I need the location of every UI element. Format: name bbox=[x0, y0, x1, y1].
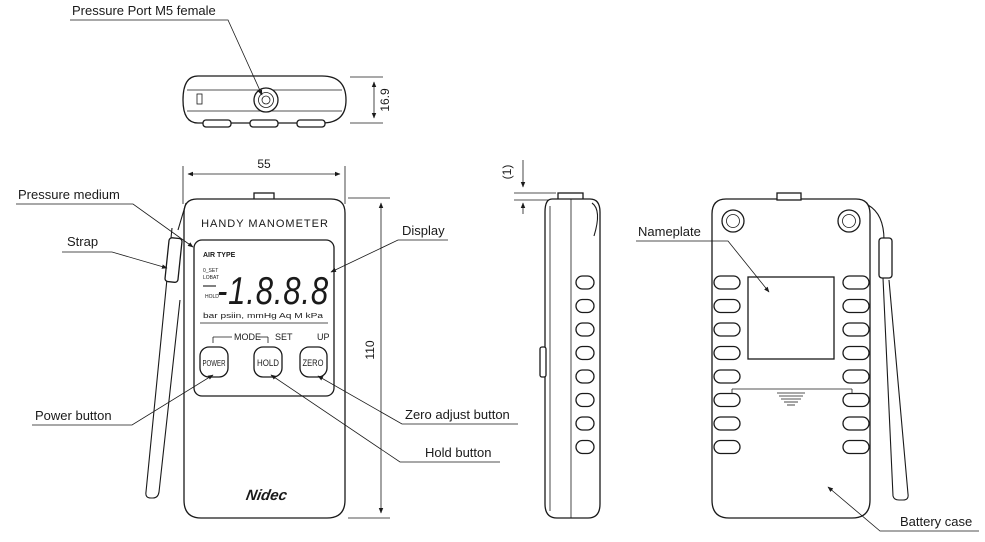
rubber-bump bbox=[713, 298, 741, 314]
display-panel: AIR TYPE 0_SET LOBAT HOLD -1.8.8.8 bar p… bbox=[193, 239, 335, 397]
power-button[interactable]: POWER bbox=[199, 346, 229, 378]
callout-pressure-port: Pressure Port M5 female bbox=[70, 3, 263, 96]
indicator-hold: HOLD bbox=[205, 294, 219, 300]
rubber-bump bbox=[575, 345, 595, 361]
front-view: 55 110 HANDY MANOMETER AIR TYPE 0_SET LO… bbox=[145, 157, 390, 519]
callout-zero-adjust-text: Zero adjust button bbox=[405, 407, 510, 422]
callout-nameplate-text: Nameplate bbox=[638, 224, 701, 239]
callout-pressure-medium: Pressure medium bbox=[16, 187, 194, 248]
callout-battery-case-text: Battery case bbox=[900, 514, 972, 529]
device-title: HANDY MANOMETER bbox=[201, 218, 329, 230]
set-label: SET bbox=[275, 332, 293, 342]
screw-top-right bbox=[837, 209, 861, 233]
dim-height: 110 bbox=[363, 340, 377, 359]
callout-hold-button: Hold button bbox=[270, 374, 500, 463]
rubber-bump bbox=[575, 439, 595, 455]
top-view: 16.9 bbox=[182, 75, 392, 128]
rubber-bump bbox=[575, 369, 595, 384]
up-label: UP bbox=[317, 332, 330, 342]
back-view bbox=[711, 192, 909, 519]
callout-pressure-medium-text: Pressure medium bbox=[18, 187, 120, 202]
mode-label: MODE bbox=[234, 332, 261, 342]
power-button-label: POWER bbox=[203, 359, 226, 368]
callout-strap: Strap bbox=[62, 234, 168, 269]
zero-button[interactable]: ZERO bbox=[299, 346, 328, 378]
rubber-bump bbox=[713, 439, 741, 455]
hold-button[interactable]: HOLD bbox=[253, 346, 283, 378]
rubber-bump bbox=[575, 298, 595, 314]
units-row: bar psiin, mmHg Aq M kPa bbox=[203, 313, 323, 320]
rubber-bump bbox=[575, 416, 595, 431]
zero-button-label: ZERO bbox=[303, 358, 324, 368]
strap-back bbox=[867, 204, 909, 501]
callout-nameplate: Nameplate bbox=[636, 224, 770, 293]
callout-pressure-port-text: Pressure Port M5 female bbox=[72, 3, 216, 18]
rubber-bump bbox=[842, 416, 870, 431]
dim-port-offset: (1) bbox=[500, 165, 514, 180]
rubber-bump bbox=[713, 416, 741, 431]
callout-power-button: Power button bbox=[32, 374, 214, 426]
hold-button-label: HOLD bbox=[257, 358, 279, 368]
side-rubber-bumps bbox=[575, 275, 595, 455]
callout-hold-button-text: Hold button bbox=[425, 445, 492, 460]
rubber-bump bbox=[713, 322, 741, 337]
rubber-bump bbox=[713, 392, 741, 408]
rubber-bump bbox=[575, 322, 595, 337]
rubber-bump bbox=[842, 275, 870, 290]
seven-segment-digits: -1.8.8.8 bbox=[217, 270, 329, 313]
rubber-bump bbox=[842, 322, 870, 337]
back-rubber-bumps bbox=[713, 275, 870, 455]
rubber-bump bbox=[575, 392, 595, 408]
rubber-bump bbox=[842, 345, 870, 361]
callout-display-text: Display bbox=[402, 223, 445, 238]
indicator-lobat: LOBAT bbox=[203, 275, 219, 281]
side-view: (1) bbox=[500, 160, 601, 519]
rubber-bump bbox=[713, 345, 741, 361]
screw-top-left bbox=[721, 209, 745, 233]
rubber-bump bbox=[842, 439, 870, 455]
rubber-bump bbox=[713, 369, 741, 384]
rubber-bump bbox=[842, 298, 870, 314]
rubber-bump bbox=[575, 275, 595, 290]
callout-power-button-text: Power button bbox=[35, 408, 112, 423]
pressure-port-circle bbox=[253, 87, 279, 113]
battery-latch bbox=[777, 392, 805, 406]
rubber-bump bbox=[842, 392, 870, 408]
strap-front bbox=[145, 202, 187, 499]
dim-width: 55 bbox=[257, 157, 271, 171]
rubber-bump bbox=[713, 275, 741, 290]
rubber-bump bbox=[842, 369, 870, 384]
nidec-logo: Nidec bbox=[245, 487, 289, 504]
callout-battery-case: Battery case bbox=[827, 486, 979, 532]
callout-display: Display bbox=[330, 223, 448, 273]
dim-thickness: 16.9 bbox=[378, 88, 392, 112]
callout-strap-text: Strap bbox=[67, 234, 98, 249]
indicator-oset: 0_SET bbox=[203, 268, 218, 274]
air-type-label: AIR TYPE bbox=[203, 252, 236, 259]
callout-zero-adjust-button: Zero adjust button bbox=[317, 375, 518, 425]
nameplate-area bbox=[747, 276, 835, 360]
